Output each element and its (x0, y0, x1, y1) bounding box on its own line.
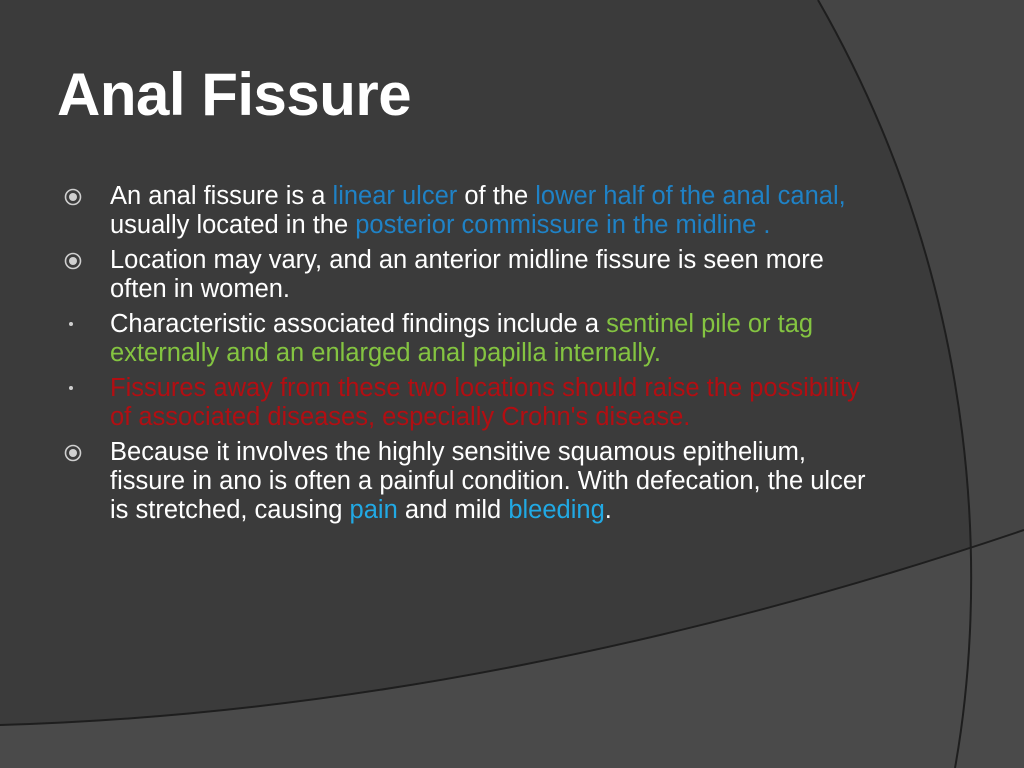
circle-target-icon (64, 252, 82, 270)
bullet-text-segment: pain (349, 496, 398, 524)
bullet-text-segment: sentinel pile or tag externally and an e… (110, 310, 814, 367)
bullet-text-segment: . (604, 496, 612, 524)
bullet-text-segment: Characteristic associated findings inclu… (110, 310, 607, 338)
bullet-text-segment: lower half of the anal canal, (535, 182, 846, 210)
small-dot-icon (69, 386, 73, 390)
bullet-item: Characteristic associated findings inclu… (63, 310, 883, 368)
circle-target-icon (64, 444, 82, 462)
bullet-item: Fissures away from these two locations s… (63, 374, 883, 432)
bullet-text-segment: posterior commissure in the midline . (355, 211, 771, 239)
bullet-text-segment: and mild (397, 496, 509, 524)
bullet-item: An anal fissure is a linear ulcer of the… (63, 182, 883, 240)
bullet-text-segment: Location may vary, and an anterior midli… (110, 246, 824, 303)
small-dot-icon (69, 322, 73, 326)
bullet-item: Location may vary, and an anterior midli… (63, 246, 883, 304)
circle-target-icon (64, 188, 82, 206)
bullet-text-segment: of the (457, 182, 536, 210)
bullet-item: Because it involves the highly sensitive… (63, 438, 883, 525)
arc-line-bottom (0, 529, 1024, 726)
bullet-text-segment: Because it involves the highly sensitive… (110, 438, 866, 524)
bullet-text-segment: usually located in the (110, 211, 356, 239)
bullet-text-segment: bleeding (508, 496, 605, 524)
bottom-panel-shade (0, 530, 1024, 768)
bullet-text-segment: linear ulcer (332, 182, 458, 210)
bullet-text-segment: An anal fissure is a (110, 182, 333, 210)
arc-line-right (817, 0, 973, 768)
slide-title: Anal Fissure (57, 61, 412, 128)
bullet-text-segment: Fissures away from these two locations s… (110, 374, 860, 431)
bullet-list: An anal fissure is a linear ulcer of the… (63, 182, 883, 531)
